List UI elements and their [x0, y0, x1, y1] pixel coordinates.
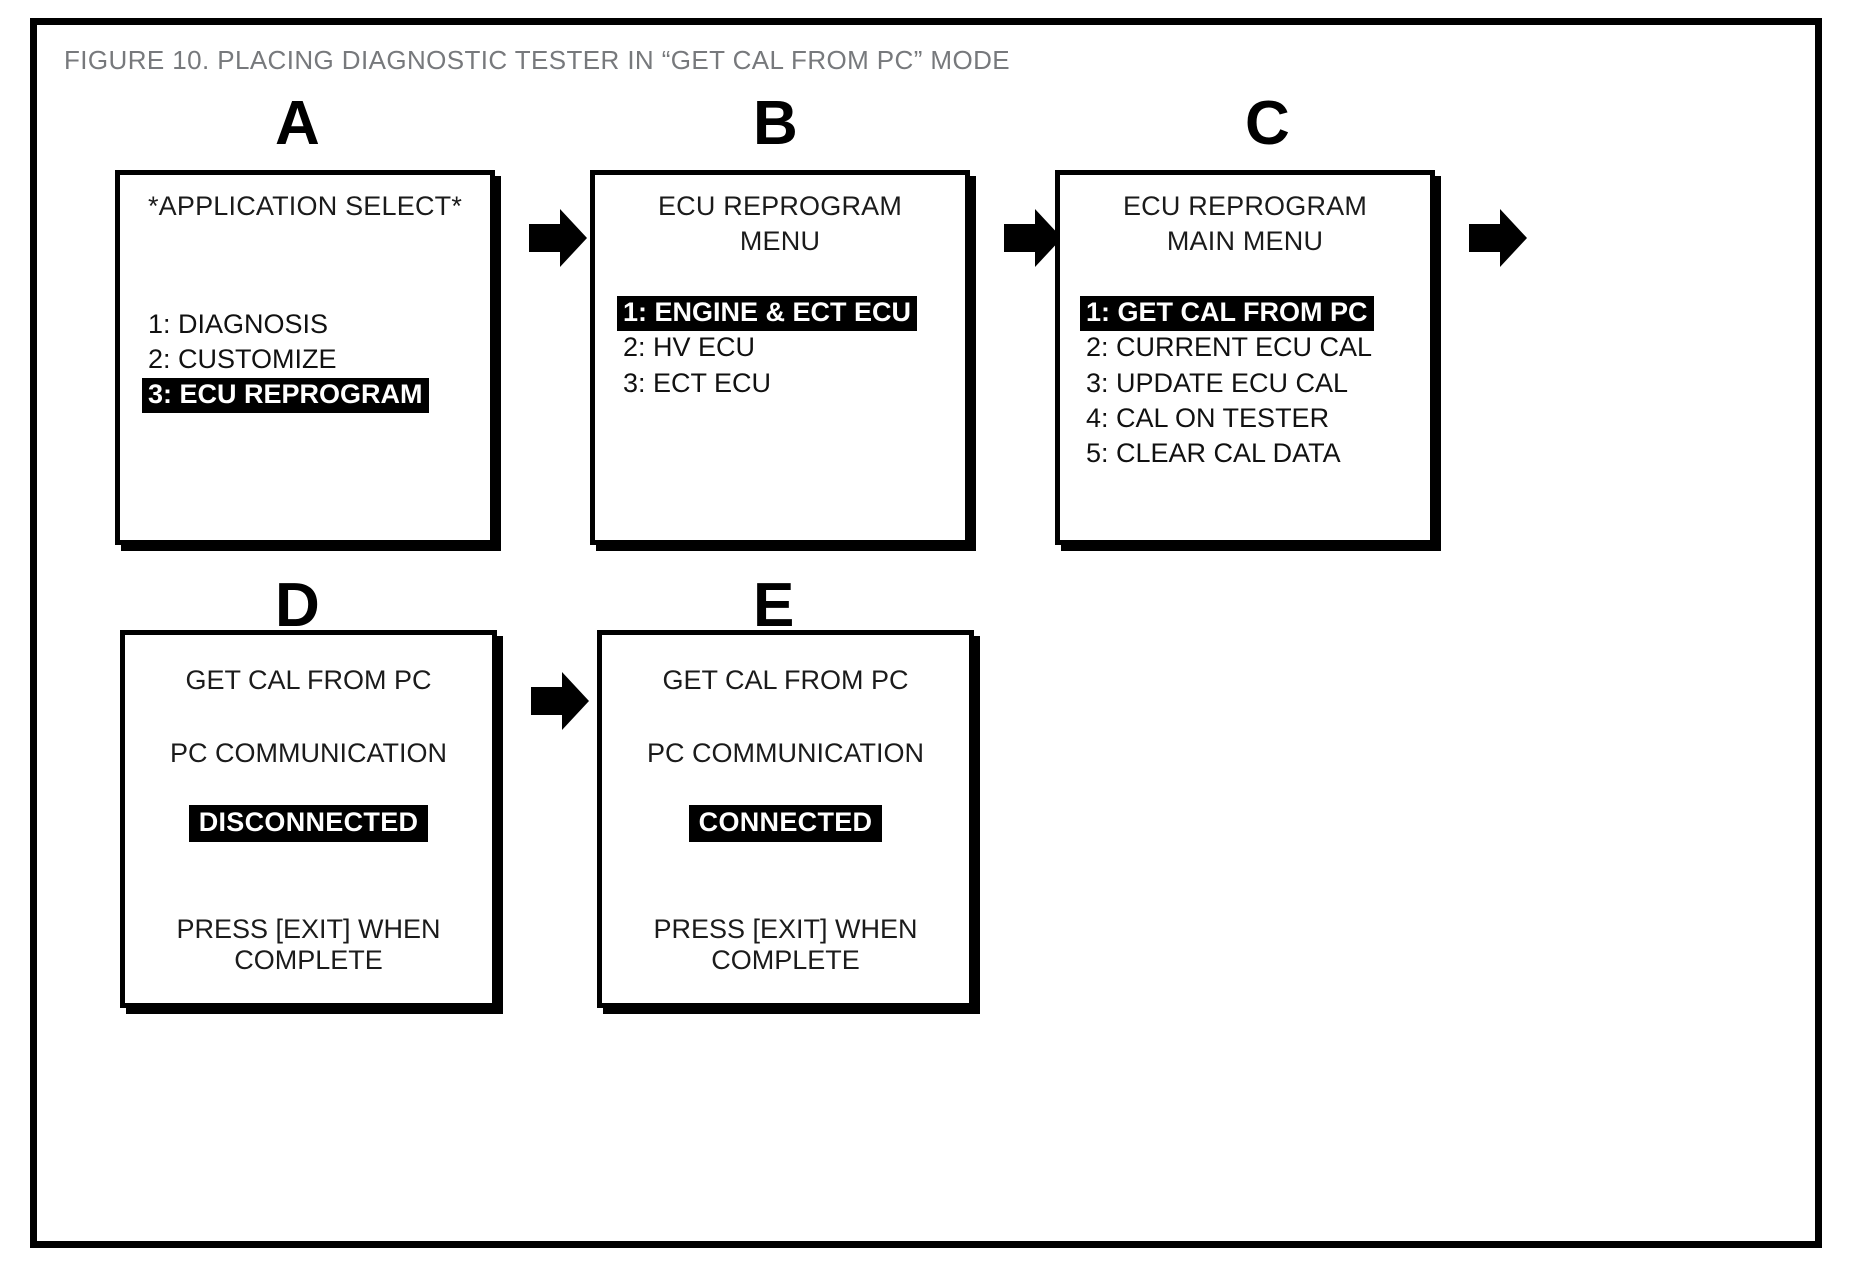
list-item[interactable]: 3: UPDATE ECU CAL [1080, 367, 1418, 402]
screen-e-footer-line1: PRESS [EXIT] WHEN [653, 914, 918, 944]
menu-item-c-5[interactable]: 5: CLEAR CAL DATA [1086, 438, 1341, 469]
list-item[interactable]: 3: ECU REPROGRAM [142, 378, 478, 414]
screen-d-footer-line2: COMPLETE [234, 945, 383, 975]
screen-panel-d: GET CAL FROM PC PC COMMUNICATION DISCONN… [120, 630, 497, 1008]
status-badge-disconnected: DISCONNECTED [188, 805, 429, 842]
list-item[interactable]: 1: GET CAL FROM PC [1080, 296, 1418, 332]
menu-item-a-3-selected[interactable]: 3: ECU REPROGRAM [142, 378, 429, 414]
screen-panel-c: ECU REPROGRAM MAIN MENU 1: GET CAL FROM … [1055, 170, 1435, 545]
menu-item-c-2[interactable]: 2: CURRENT ECU CAL [1086, 332, 1373, 363]
panel-letter-c: C [1245, 89, 1290, 158]
screen-c-title-line2: MAIN MENU [1166, 225, 1324, 256]
menu-item-c-1-selected[interactable]: 1: GET CAL FROM PC [1080, 296, 1374, 332]
menu-item-a-2[interactable]: 2: CUSTOMIZE [148, 343, 337, 374]
list-item[interactable]: 2: HV ECU [617, 331, 953, 366]
arrow-a-to-b-icon [529, 209, 587, 267]
figure-frame: FIGURE 10. PLACING DIAGNOSTIC TESTER IN … [30, 18, 1822, 1248]
panel-letter-a: A [275, 89, 320, 158]
screen-a-menu: 1: DIAGNOSIS 2: CUSTOMIZE 3: ECU REPROGR… [132, 308, 478, 414]
panel-letter-d: D [275, 571, 320, 640]
screen-e-line1: GET CAL FROM PC [662, 665, 909, 695]
arrow-d-to-e-icon [531, 672, 589, 730]
menu-item-c-3[interactable]: 3: UPDATE ECU CAL [1086, 367, 1349, 398]
status-badge-connected: CONNECTED [688, 805, 883, 842]
screen-panel-b: ECU REPROGRAM MENU 1: ENGINE & ECT ECU 2… [590, 170, 970, 545]
screen-b-title-line2: MENU [739, 225, 821, 256]
screen-b-menu: 1: ENGINE & ECT ECU 2: HV ECU 3: ECT ECU [607, 296, 953, 402]
list-item[interactable]: 3: ECT ECU [617, 367, 953, 402]
list-item[interactable]: 5: CLEAR CAL DATA [1080, 437, 1418, 472]
figure-title: FIGURE 10. PLACING DIAGNOSTIC TESTER IN … [64, 45, 1010, 75]
screen-panel-e: GET CAL FROM PC PC COMMUNICATION CONNECT… [597, 630, 974, 1008]
list-item[interactable]: 4: CAL ON TESTER [1080, 402, 1418, 437]
panel-letter-e: E [753, 571, 795, 640]
screen-d-footer-line1: PRESS [EXIT] WHEN [176, 914, 441, 944]
screen-d-line2: PC COMMUNICATION [170, 738, 447, 768]
screen-d-line1: GET CAL FROM PC [185, 665, 432, 695]
screen-b-title-line1: ECU REPROGRAM [657, 191, 903, 221]
menu-item-b-3[interactable]: 3: ECT ECU [623, 367, 772, 398]
screen-panel-a: *APPLICATION SELECT* 1: DIAGNOSIS 2: CUS… [115, 170, 495, 545]
arrow-b-to-c-icon [1004, 209, 1062, 267]
arrow-c-to-d-icon [1469, 209, 1527, 267]
screen-c-menu: 1: GET CAL FROM PC 2: CURRENT ECU CAL 3:… [1072, 296, 1418, 473]
menu-item-b-2[interactable]: 2: HV ECU [623, 332, 756, 363]
list-item[interactable]: 2: CURRENT ECU CAL [1080, 331, 1418, 366]
list-item[interactable]: 2: CUSTOMIZE [142, 343, 478, 378]
screen-a-title-line1: *APPLICATION SELECT* [147, 191, 463, 221]
menu-item-a-1[interactable]: 1: DIAGNOSIS [148, 308, 329, 339]
list-item[interactable]: 1: ENGINE & ECT ECU [617, 296, 953, 332]
menu-item-c-4[interactable]: 4: CAL ON TESTER [1086, 403, 1330, 434]
screen-e-footer-line2: COMPLETE [711, 945, 860, 975]
screen-e-line2: PC COMMUNICATION [647, 738, 924, 768]
list-item[interactable]: 1: DIAGNOSIS [142, 308, 478, 343]
menu-item-b-1-selected[interactable]: 1: ENGINE & ECT ECU [617, 296, 918, 332]
screen-c-title-line1: ECU REPROGRAM [1122, 191, 1368, 221]
panel-letter-b: B [753, 89, 798, 158]
